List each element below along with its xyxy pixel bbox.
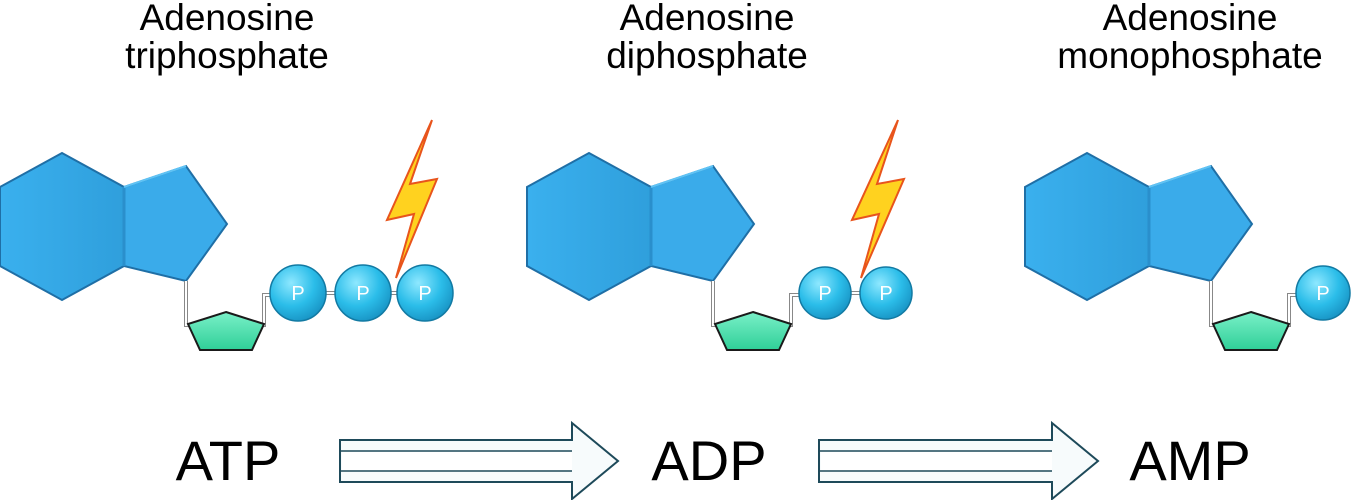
atp-title-line1: Adenosine xyxy=(140,0,315,38)
adp-title-line2: diphosphate xyxy=(606,35,808,76)
adp-title-line1: Adenosine xyxy=(620,0,795,38)
phosphate-sphere xyxy=(334,264,392,322)
phosphate-sphere xyxy=(269,264,327,322)
adenine-hexagon-shape xyxy=(526,151,652,302)
phosphate-sphere xyxy=(1295,265,1351,321)
amp-adenine-ring xyxy=(1024,151,1254,302)
energy-bolt-icon xyxy=(850,119,906,279)
molecule-amp: Adenosine monophosphate P AMP xyxy=(1024,0,1351,492)
phosphate-label: P xyxy=(879,283,892,305)
phosphate-label: P xyxy=(418,283,431,305)
phosphate-group: P xyxy=(798,266,852,320)
adp-adenine-ring xyxy=(526,151,756,302)
adenine-pentagon-shape xyxy=(650,164,756,283)
adp-abbreviation: ADP xyxy=(651,429,766,492)
adenine-pentagon-shape xyxy=(123,164,229,283)
atp-title-line2: triphosphate xyxy=(125,35,329,76)
phosphate-sphere xyxy=(396,264,454,322)
atp-phosphate-chain: P P P xyxy=(269,264,454,322)
phosphate-label: P xyxy=(818,283,831,305)
adenine-pentagon-shape xyxy=(1148,164,1254,283)
phosphate-group: P xyxy=(859,266,913,320)
atp-ribose-pentagon xyxy=(186,310,266,351)
atp-adenine-ring xyxy=(0,151,229,302)
base-ribose-bond xyxy=(184,281,196,327)
adp-ribose-pentagon xyxy=(713,310,793,351)
amp-phosphate-chain: P xyxy=(1295,265,1351,321)
atp-abbreviation: ATP xyxy=(176,429,281,492)
phosphate-sphere xyxy=(798,266,852,320)
adp-phosphate-chain: P P xyxy=(798,266,913,320)
phosphate-group: P xyxy=(334,264,392,322)
amp-ribose-pentagon xyxy=(1211,310,1291,351)
phosphate-label: P xyxy=(1316,283,1329,305)
phosphate-label: P xyxy=(291,283,304,305)
phosphate-group: P xyxy=(1295,265,1351,321)
adenine-hexagon-shape xyxy=(0,151,125,302)
phosphate-group: P xyxy=(396,264,454,322)
phosphate-label: P xyxy=(356,283,369,305)
phosphate-group: P xyxy=(269,264,327,322)
ring-highlight-edge xyxy=(123,165,187,188)
energy-bolt-icon xyxy=(385,119,439,279)
amp-title-line2: monophosphate xyxy=(1057,35,1322,76)
amp-abbreviation: AMP xyxy=(1129,429,1250,492)
molecule-atp: Adenosine triphosphate P xyxy=(0,0,454,492)
molecule-adp: Adenosine diphosphate P P xyxy=(526,0,913,492)
phosphate-sphere xyxy=(859,266,913,320)
adenine-hexagon-shape xyxy=(1024,151,1150,302)
amp-title-line1: Adenosine xyxy=(1103,0,1278,38)
